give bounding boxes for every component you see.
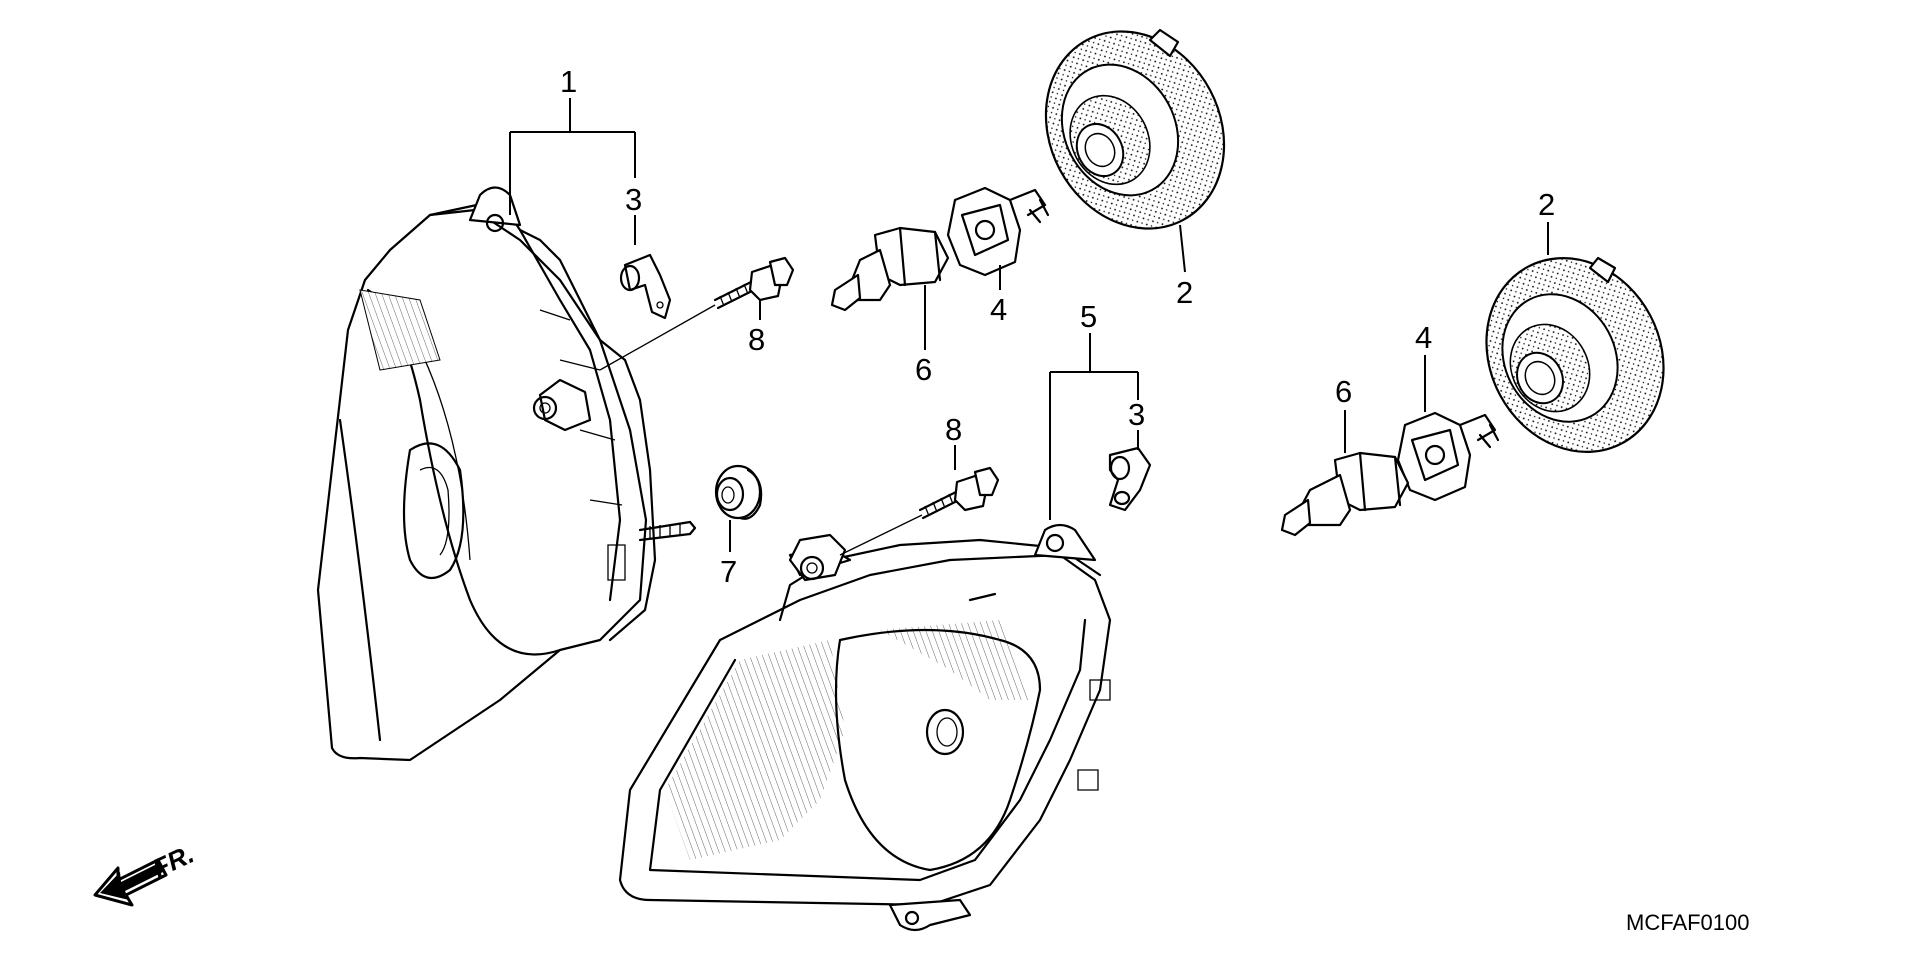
callout-4-lower: 4: [1415, 320, 1432, 355]
right-headlight-assembly: [618, 523, 1112, 932]
left-headlight-top-tab: [468, 186, 522, 227]
bulb-socket-lower: [1396, 411, 1500, 502]
callout-8-upper: 8: [748, 322, 765, 357]
dust-cover-lower: [1485, 256, 1665, 453]
dust-cover-upper: [1044, 28, 1226, 230]
front-direction-indicator: FR.: [93, 839, 199, 907]
left-headlight-assembly: [316, 186, 697, 762]
clip-lower: [1108, 446, 1152, 512]
callout-7: 7: [720, 554, 737, 589]
callout-labels: 1 3 8 6 4 2 5 3 8 7 6 4 2: [560, 64, 1555, 589]
grommet: [714, 464, 763, 520]
callout-8-lower: 8: [945, 412, 962, 447]
callout-2-upper: 2: [1176, 275, 1193, 310]
bulb-socket-upper: [946, 186, 1050, 277]
callout-6-upper: 6: [915, 352, 932, 387]
leader-lines: [509, 98, 1549, 556]
bolt-lower: [918, 466, 1000, 520]
bulb-upper: [830, 226, 950, 312]
callout-1: 1: [560, 64, 577, 99]
bulb-lower: [1280, 451, 1410, 537]
callout-5: 5: [1080, 299, 1097, 334]
bolt-upper: [713, 256, 795, 310]
callout-4-upper: 4: [990, 292, 1007, 327]
callout-6-lower: 6: [1335, 374, 1352, 409]
drawing-code: MCFAF0100: [1626, 910, 1750, 935]
clip-upper: [619, 253, 672, 320]
callout-2-lower: 2: [1538, 187, 1555, 222]
right-headlight-top-tab: [1033, 523, 1097, 562]
callout-3-upper: 3: [625, 182, 642, 217]
callout-3-lower: 3: [1128, 397, 1145, 432]
